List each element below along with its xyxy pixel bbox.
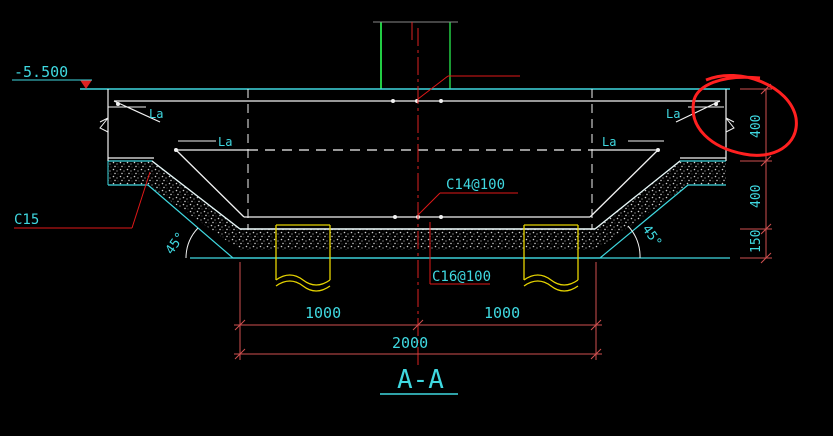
section-title: A-A — [397, 365, 444, 395]
column-stub — [373, 21, 458, 89]
angle-arc-right — [627, 225, 641, 259]
dim-right-400-top: 400 — [749, 115, 764, 138]
leader-cushion — [14, 171, 151, 229]
pile-right — [523, 224, 579, 292]
dim-left-half: 1000 — [305, 304, 341, 322]
leader-c14 — [417, 192, 518, 216]
anchorage-label-2: La — [218, 135, 232, 149]
angle-arc-left — [185, 227, 199, 259]
anchorage-label-1: La — [149, 107, 163, 121]
leader-c16 — [429, 222, 490, 285]
highlight-circle — [691, 74, 798, 157]
cushion-note: C15 — [14, 212, 39, 228]
dim-total: 2000 — [392, 334, 428, 352]
rebar-dots — [116, 99, 718, 219]
leader-top-slab — [417, 75, 520, 100]
dim-right-half: 1000 — [484, 304, 520, 322]
rebar-top-note: C14@100 — [446, 177, 505, 193]
level-mark: -5.500 — [14, 63, 68, 81]
rebar-bottom-note: C16@100 — [432, 269, 491, 285]
anchorage-arrows — [108, 106, 724, 142]
level-marker — [12, 79, 92, 89]
bottom-dimension — [234, 262, 602, 360]
anchorage-label-4: La — [666, 107, 680, 121]
dim-right-150: 150 — [749, 230, 764, 253]
angle-right: 45° — [639, 222, 665, 250]
angle-left: 45° — [163, 230, 189, 258]
right-dimension — [740, 83, 772, 264]
anchorage-label-3: La — [602, 135, 616, 149]
dim-right-400-mid: 400 — [749, 185, 764, 208]
pile-left — [275, 224, 331, 292]
